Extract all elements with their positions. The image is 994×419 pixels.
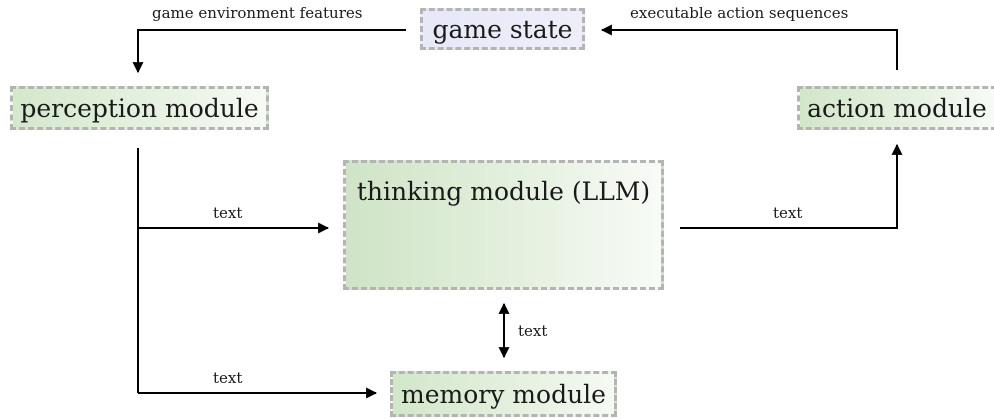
arrow-thinking-to-action [680,143,903,229]
action-module-label: action module [807,93,987,123]
memory-module-label: memory module [401,379,606,409]
thinking-module-label: thinking module (LLM) [356,177,651,206]
edge-label-perception-to-thinking: text [213,204,243,222]
edge-label-perception-to-memory: text [213,369,243,387]
edge-label-thinking-to-action: text [773,204,803,222]
thinking-module-node: thinking module (LLM) [343,160,664,290]
perception-module-label: perception module [20,93,259,123]
arrow-action-to-game [600,24,898,70]
memory-module-node: memory module [390,371,617,417]
game-state-node: game state [420,8,585,50]
perception-module-node: perception module [10,86,269,130]
game-state-label: game state [432,14,573,44]
action-module-node: action module [797,86,994,130]
edge-label-executable-action-sequences: executable action sequences [630,4,849,22]
edge-label-game-environment-features: game environment features [152,4,363,22]
arrow-game-to-perception [132,29,406,74]
edge-label-thinking-memory: text [518,322,548,340]
